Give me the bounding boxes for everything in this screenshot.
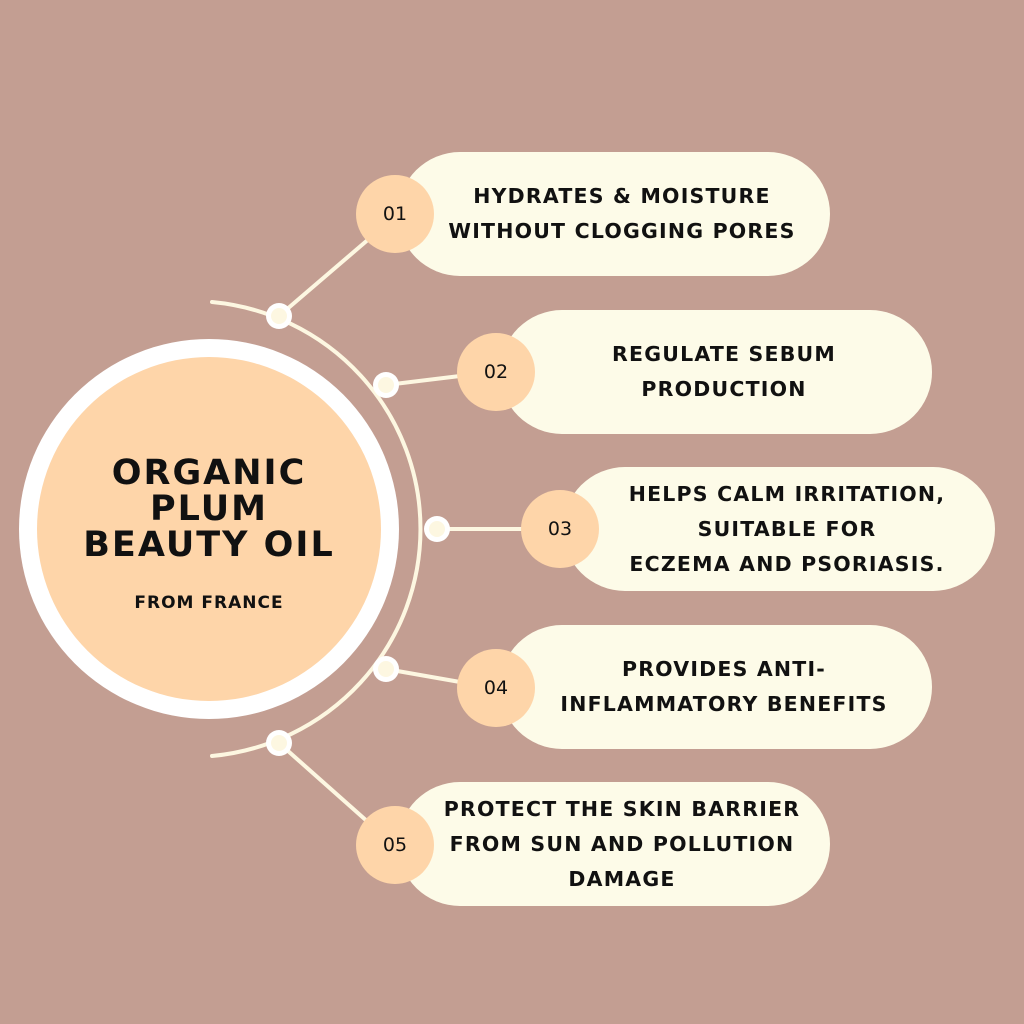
benefit-number-badge: 01 (356, 175, 434, 253)
benefit-line: SUITABLE FOR (697, 516, 877, 541)
benefit-card-03: HELPS CALM IRRITATION, SUITABLE FOR ECZE… (563, 467, 995, 591)
hub-subtitle: FROM FRANCE (134, 593, 284, 613)
benefit-text: HELPS CALM IRRITATION, SUITABLE FOR ECZE… (629, 477, 946, 582)
hub-title: ORGANIC PLUM BEAUTY OIL (83, 455, 335, 563)
hub-title-line: BEAUTY OIL (83, 525, 335, 565)
benefit-line: HYDRATES & MOISTURE (473, 184, 771, 208)
connector-node-04 (373, 656, 399, 682)
benefit-line: ECZEMA AND PSORIASIS. (629, 551, 945, 576)
benefit-card-04: PROVIDES ANTI- INFLAMMATORY BENEFITS (500, 625, 932, 749)
benefit-text: REGULATE SEBUM PRODUCTION (612, 337, 836, 407)
benefit-line: REGULATE SEBUM (612, 342, 836, 366)
connector-node-02 (373, 372, 399, 398)
hub-title-line: PLUM (150, 489, 268, 529)
benefit-card-05: PROTECT THE SKIN BARRIER FROM SUN AND PO… (398, 782, 830, 906)
benefit-line: HELPS CALM IRRITATION, (628, 481, 946, 506)
benefit-line: PROTECT THE SKIN BARRIER (443, 796, 801, 821)
hub-core: ORGANIC PLUM BEAUTY OIL FROM FRANCE (37, 357, 381, 701)
benefit-number-badge: 03 (521, 490, 599, 568)
benefit-number-badge: 04 (457, 649, 535, 727)
benefit-text: PROVIDES ANTI- INFLAMMATORY BENEFITS (560, 652, 887, 722)
benefit-text: HYDRATES & MOISTURE WITHOUT CLOGGING POR… (448, 179, 795, 249)
connector-arc (210, 300, 423, 758)
hub-title-line: ORGANIC (111, 453, 307, 493)
benefit-card-02: REGULATE SEBUM PRODUCTION (500, 310, 932, 434)
benefit-number-badge: 05 (356, 806, 434, 884)
benefit-text: PROTECT THE SKIN BARRIER FROM SUN AND PO… (444, 792, 801, 897)
connector-node-05 (266, 730, 292, 756)
connector-line-01 (277, 236, 372, 318)
connector-node-01 (266, 303, 292, 329)
benefit-line: WITHOUT CLOGGING PORES (448, 219, 796, 243)
benefit-line: PRODUCTION (641, 377, 807, 401)
hub-circle: ORGANIC PLUM BEAUTY OIL FROM FRANCE (19, 339, 399, 719)
benefit-number-badge: 02 (457, 333, 535, 411)
benefit-card-01: HYDRATES & MOISTURE WITHOUT CLOGGING POR… (398, 152, 830, 276)
benefit-line: PROVIDES ANTI- (621, 657, 827, 681)
benefit-line: FROM SUN AND POLLUTION (449, 831, 795, 856)
connector-line-05 (277, 741, 370, 824)
connector-node-03 (424, 516, 450, 542)
benefit-line: DAMAGE (568, 866, 676, 891)
benefit-line: INFLAMMATORY BENEFITS (560, 692, 888, 716)
